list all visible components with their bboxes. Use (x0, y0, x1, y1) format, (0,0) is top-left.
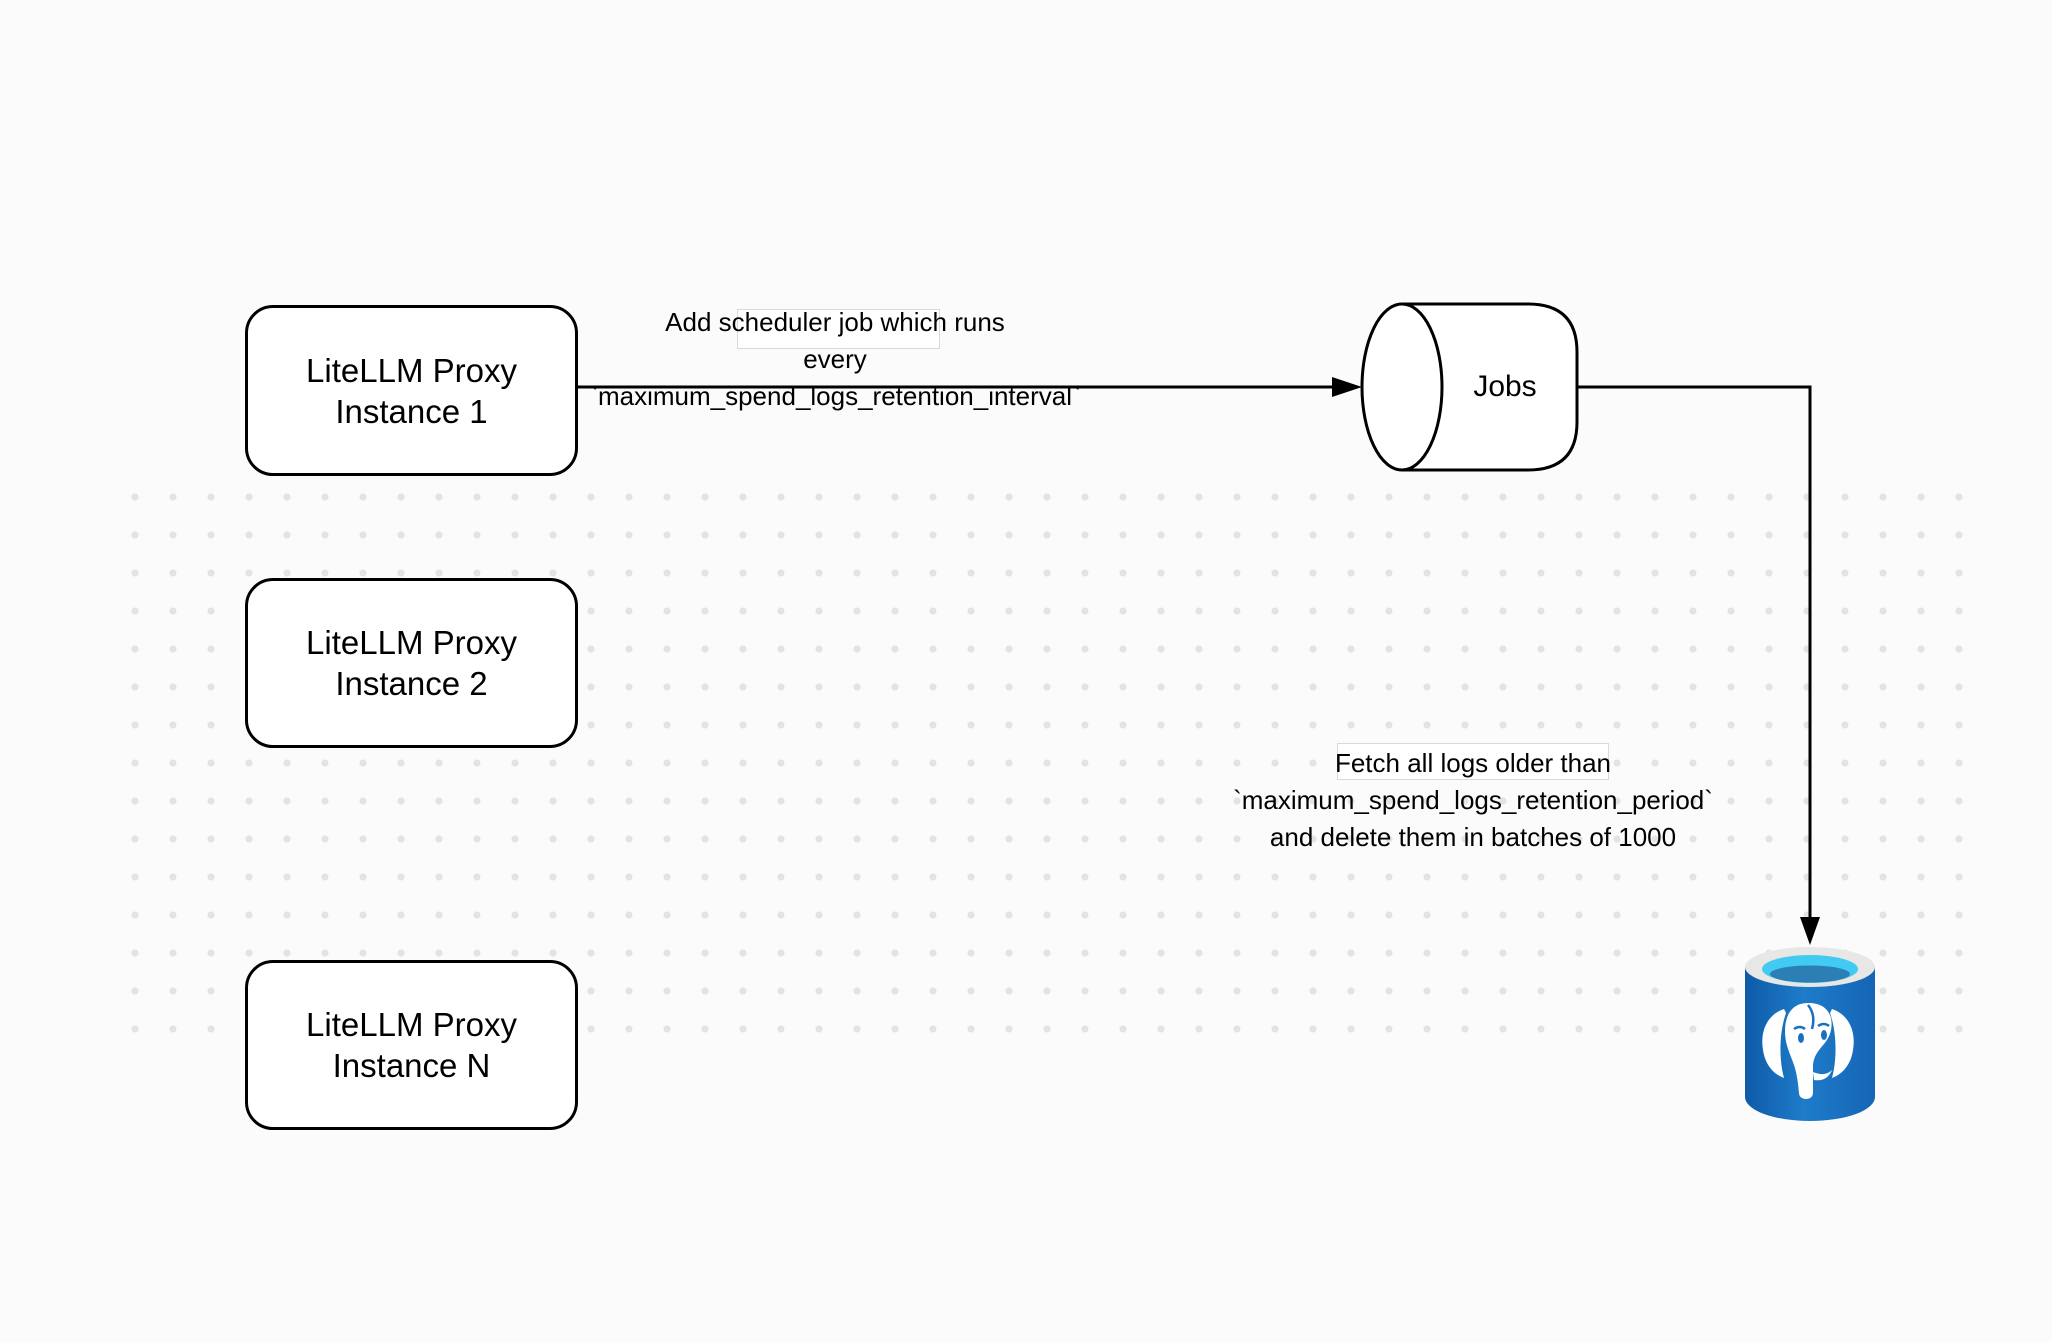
jobs-node-label: Jobs (1473, 370, 1537, 403)
edge-label-line: Add scheduler job which runs (665, 307, 1005, 337)
node-label-line: Instance N (332, 1047, 491, 1084)
arrow-proxy1-to-jobs (572, 377, 1362, 397)
edge-label-background (1337, 743, 1609, 780)
node-litellm-proxy-instance-1: LiteLLM Proxy Instance 1 (245, 305, 578, 476)
node-label-line: Instance 1 (335, 392, 488, 430)
node-label-line: LiteLLM Proxy (306, 624, 517, 661)
node-label-line: Instance 2 (335, 665, 488, 702)
dot-grid-background (116, 478, 1978, 1048)
postgresql-elephant-icon (1745, 947, 1875, 1121)
jobs-queue-cylinder (1360, 302, 1579, 472)
arrow-jobs-to-postgres (1578, 385, 1820, 945)
edge-label-background (737, 309, 940, 349)
edge-label-line: and delete them in batches of 1000 (1269, 822, 1677, 852)
edge-label-fetch-delete: Fetch all logs older than `maximum_spend… (1173, 745, 1773, 856)
edge-label-line: Fetch all logs older than (1334, 748, 1612, 778)
node-litellm-proxy-instance-n: LiteLLM Proxy Instance N (245, 960, 578, 1130)
node-label-line: LiteLLM Proxy (306, 351, 517, 389)
edge-label-line: every `maximum_spend_logs_retention_inte… (589, 344, 1081, 411)
node-label-line: LiteLLM Proxy (306, 1006, 517, 1043)
edge-label-scheduler-job: Add scheduler job which runs every `maxi… (555, 304, 1115, 415)
node-litellm-proxy-instance-2: LiteLLM Proxy Instance 2 (245, 578, 578, 748)
edge-label-line: `maximum_spend_logs_retention_period` (1233, 785, 1713, 815)
